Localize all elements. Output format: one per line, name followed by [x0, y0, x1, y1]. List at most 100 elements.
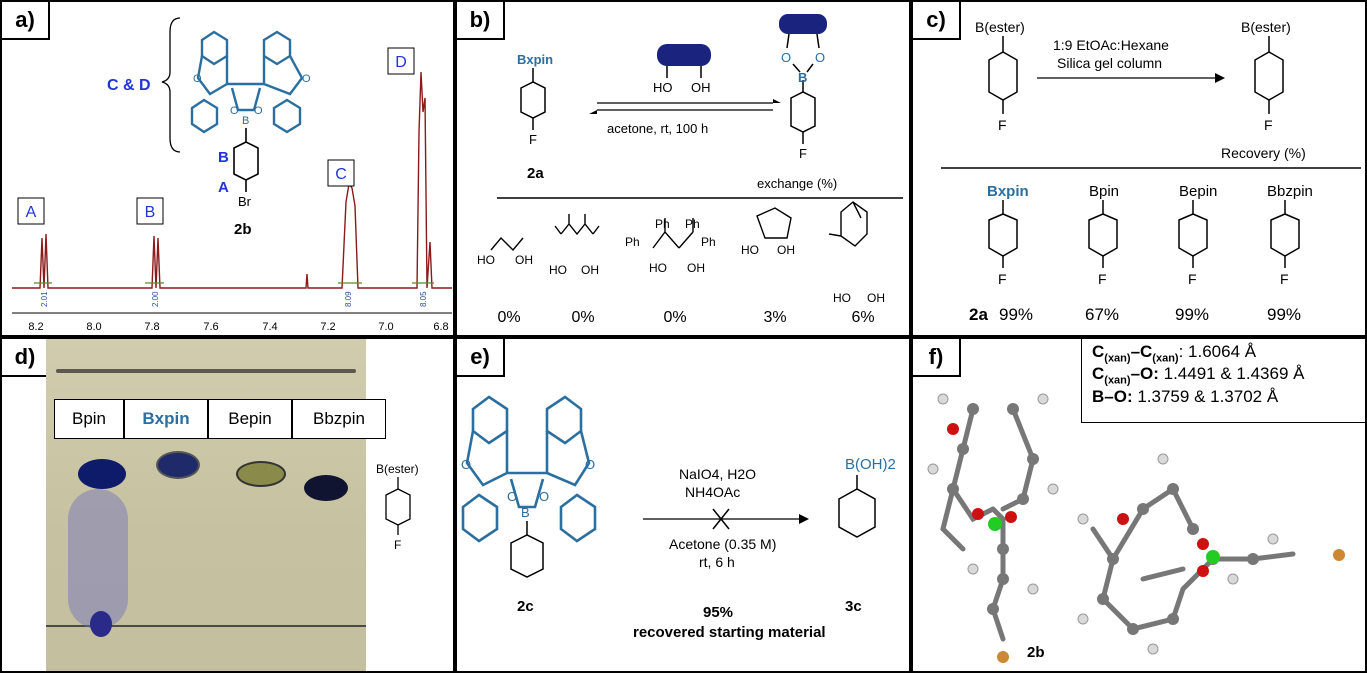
tick-8.0: 8.0 — [86, 321, 101, 333]
spot-bpin — [78, 459, 126, 489]
structure-2b — [190, 30, 304, 134]
conditions-b: acetone, rt, 100 h — [607, 121, 708, 136]
reagents-1: NaIO4, H2O — [679, 466, 756, 482]
ester-label-d: B(ester) — [376, 462, 419, 476]
svg-text:O: O — [815, 50, 825, 65]
oxidation-scheme: O O O O B 2c NaIO4, H2O NH4OAc Acetone (… — [461, 395, 896, 641]
exchange-value-5: 6% — [851, 309, 874, 326]
svg-text:B: B — [242, 115, 249, 127]
svg-text:OH: OH — [687, 261, 705, 275]
crystal-structure: 2b — [927, 393, 1345, 663]
integral-4: 8.05 — [419, 291, 428, 307]
panel-label-b: b) — [457, 2, 505, 40]
integral-3: 8.09 — [344, 291, 353, 307]
compound-label-2c: 2c — [517, 598, 534, 615]
bond-2: C(xan)–O: 1.4491 & 1.4369 Å — [1092, 364, 1305, 387]
svg-text:F: F — [1188, 271, 1197, 287]
tick-7.6: 7.6 — [203, 321, 218, 333]
tlc-plate — [46, 339, 366, 671]
svg-text:OH: OH — [581, 263, 599, 277]
tick-7.2: 7.2 — [320, 321, 335, 333]
bond-3: B–O: 1.3759 & 1.3702 Å — [1092, 386, 1279, 406]
svg-text:HO: HO — [833, 291, 851, 305]
compound-label-3c: 3c — [845, 598, 862, 615]
recovery-value-3: 99% — [1175, 305, 1209, 324]
ester-name-3: Bepin — [1179, 183, 1217, 200]
recovery-prefix-2a: 2a — [969, 305, 988, 324]
peak-label-d: D — [395, 54, 407, 71]
tick-8.2: 8.2 — [28, 321, 43, 333]
boron-label-e: B — [521, 505, 530, 520]
compound-label-2b-f: 2b — [1027, 644, 1045, 661]
svg-text:O: O — [254, 105, 263, 117]
peak-label-c: C — [335, 166, 347, 183]
recovery-scheme: B(ester) F 1:9 EtOAc:Hexane Silica gel c… — [941, 19, 1361, 324]
integral-2: 2.00 — [151, 291, 160, 307]
panel-label-d: d) — [2, 339, 50, 377]
lane-labels: Bpin Bxpin Bepin Bbzpin — [54, 399, 386, 439]
lane-bbzpin: Bbzpin — [292, 399, 386, 439]
svg-text:OH: OH — [867, 291, 885, 305]
svg-text:F: F — [1264, 117, 1273, 133]
ester-name-2: Bpin — [1089, 183, 1119, 200]
svg-text:O: O — [507, 489, 517, 504]
spot-bbzpin — [304, 475, 348, 501]
svg-text:O: O — [193, 73, 202, 85]
nmr-spectrum: 2.01 2.00 8.09 8.05 8.2 8.0 7.8 7.6 7.4 … — [12, 17, 452, 333]
panel-f: f) C(xan)–C(xan): 1.6064 Å C(xan)–O: 1.4… — [911, 337, 1367, 673]
exchange-label: exchange (%) — [757, 176, 837, 191]
panel-label-a: a) — [2, 2, 50, 40]
integral-1: 2.01 — [40, 291, 49, 307]
svg-text:O: O — [461, 457, 471, 472]
svg-text:F: F — [1098, 271, 1107, 287]
recovery-value-2: 67% — [1085, 305, 1119, 324]
ho-label: HO — [653, 80, 673, 95]
svg-text:HO: HO — [649, 261, 667, 275]
ester-name-1: Bxpin — [987, 183, 1029, 200]
baseline — [46, 625, 366, 627]
yield-note: recovered starting material — [633, 624, 826, 641]
ph-1: Ph — [625, 235, 640, 249]
f-label-2a: F — [529, 132, 537, 147]
tick-7.8: 7.8 — [144, 321, 159, 333]
panel-label-f: f) — [913, 339, 961, 377]
bond-lengths-box: C(xan)–C(xan): 1.6064 Å C(xan)–O: 1.4491… — [1081, 339, 1365, 423]
panel-c: c) B(ester) F 1:9 EtOAc:Hexane Silica ge… — [911, 0, 1367, 337]
product-label: B(OH)2 — [845, 456, 896, 473]
tick-6.8: 6.8 — [433, 321, 448, 333]
x-axis-ticks: 8.2 8.0 7.8 7.6 7.4 7.2 7.0 6.8 — [28, 321, 448, 333]
panel-a: a) 2.01 2.00 8.09 8.05 8.2 8.0 7.8 7.6 7… — [0, 0, 455, 337]
oh-label: OH — [691, 80, 711, 95]
exchange-scheme: Bxpin F 2a HO OH acetone, rt, 100 h — [477, 14, 903, 326]
origin-spot — [90, 611, 112, 637]
tick-7.0: 7.0 — [378, 321, 393, 333]
lane-bpin: Bpin — [54, 399, 124, 439]
svg-text:O: O — [781, 50, 791, 65]
spot-bepin — [236, 461, 286, 487]
conditions-c-1: 1:9 EtOAc:Hexane — [1053, 37, 1169, 53]
svg-text:O: O — [230, 105, 239, 117]
svg-text:F: F — [799, 146, 807, 161]
exchange-value-2: 0% — [571, 309, 594, 326]
svg-text:OH: OH — [777, 243, 795, 257]
ester-name-4: Bbzpin — [1267, 183, 1313, 200]
lane-bepin: Bepin — [208, 399, 292, 439]
svg-text:F: F — [998, 271, 1007, 287]
panel-label-e: e) — [457, 339, 505, 377]
recovery-value-4: 99% — [1267, 305, 1301, 324]
yield: 95% — [703, 604, 733, 621]
brace-label: C & D — [107, 77, 151, 94]
spectrum-trace — [12, 71, 452, 289]
svg-text:O: O — [585, 457, 595, 472]
panel-b: b) Bxpin F 2a HO OH acetone, rt, 100 h — [455, 0, 911, 337]
compound-label-2b: 2b — [234, 221, 252, 238]
solvent: Acetone (0.35 M) — [669, 536, 776, 552]
bond-1: C(xan)–C(xan): 1.6064 Å — [1092, 342, 1257, 365]
ester-label-start: B(ester) — [975, 19, 1025, 35]
recovery-value-1: 99% — [999, 305, 1033, 324]
f-d: F — [394, 538, 401, 552]
exchange-values: 0% 0% 0% 3% 6% — [497, 309, 874, 326]
svg-text:Ph: Ph — [685, 217, 700, 231]
svg-text:HO: HO — [741, 243, 759, 257]
structure-label-br: Br — [238, 194, 252, 209]
